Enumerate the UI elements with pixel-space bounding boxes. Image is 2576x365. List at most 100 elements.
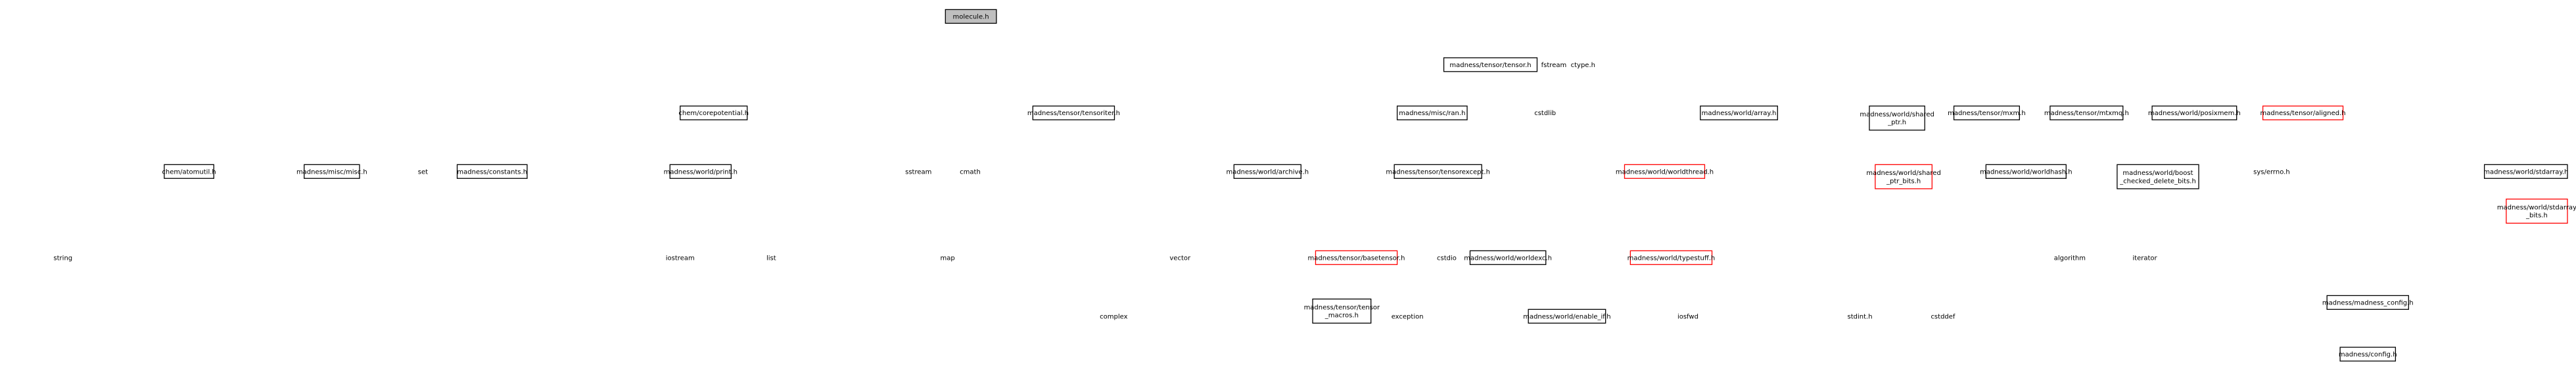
node-tensoriter[interactable]: madness/tensor/tensoriter.h <box>1027 105 1120 120</box>
node-label: iostream <box>666 255 695 262</box>
node-worldexc[interactable]: madness/world/worldexc.h <box>1464 250 1552 265</box>
node-label: ctype.h <box>1571 62 1595 69</box>
node-map[interactable]: map <box>941 251 955 264</box>
node-list[interactable]: list <box>764 251 778 264</box>
edge-worldthread-to-madconfig <box>1664 178 2368 295</box>
node-basetensor[interactable]: madness/tensor/basetensor.h <box>1308 250 1405 265</box>
edge-tensor-to-posixmem <box>1491 72 2195 106</box>
node-set[interactable]: set <box>415 164 431 178</box>
node-tensor[interactable]: madness/tensor/tensor.h <box>1443 57 1538 72</box>
node-box <box>1985 164 2067 179</box>
node-worldhash[interactable]: madness/world/worldhash.h <box>1980 164 2073 179</box>
edge-archive-to-enableif <box>1267 178 1567 309</box>
edge-mxm-to-madconfig <box>1986 120 2368 295</box>
edge-basetensor-to-tensormacros <box>1342 264 1356 299</box>
node-label: madness/tensor/mxm.h <box>1948 110 2026 117</box>
edge-molecule-to-miscmisc <box>332 23 971 164</box>
edge-tensorexcept-to-madconfig <box>1438 178 2368 295</box>
node-complex[interactable]: complex <box>1100 309 1127 323</box>
node-stdarray[interactable]: madness/world/stdarray.h <box>2483 164 2568 179</box>
edge-tensor-to-typestuff <box>1491 72 1672 251</box>
node-ran[interactable]: madness/misc/ran.h <box>1396 105 1468 120</box>
node-mtxmq[interactable]: madness/tensor/mtxmq.h <box>2044 105 2129 120</box>
edge-molecule-to-cmath <box>970 23 971 164</box>
node-molecule[interactable]: molecule.h <box>945 9 997 24</box>
node-sharedptr[interactable]: madness/world/shared_ptr.h <box>1860 105 1934 131</box>
node-sstream[interactable]: sstream <box>905 164 931 178</box>
node-cstdio[interactable]: cstdio <box>1436 251 1457 264</box>
node-label: algorithm <box>2054 255 2086 262</box>
edge-aligned-to-madconfig <box>2303 120 2368 295</box>
node-box <box>680 105 748 120</box>
node-worldthread[interactable]: madness/world/worldthread.h <box>1616 164 1714 179</box>
node-iosfwd[interactable]: iosfwd <box>1677 309 1698 323</box>
node-posixmem[interactable]: madness/world/posixmem.h <box>2148 105 2241 120</box>
node-mxm[interactable]: madness/tensor/mxm.h <box>1948 105 2026 120</box>
node-label: _bits.h <box>2525 212 2548 220</box>
node-fstream[interactable]: fstream <box>1541 58 1567 72</box>
edge-archive-to-madconfig <box>1267 178 2368 295</box>
node-madconfig[interactable]: madness/madness_config.h <box>2322 295 2414 310</box>
node-aligned[interactable]: madness/tensor/aligned.h <box>2260 105 2346 120</box>
node-iostream[interactable]: iostream <box>666 251 695 264</box>
node-label: complex <box>1100 313 1127 320</box>
edge-mtxmq-to-madconfig <box>2086 120 2368 295</box>
node-print[interactable]: madness/world/print.h <box>664 164 738 179</box>
node-miscmisc[interactable]: madness/misc/misc.h <box>296 164 367 179</box>
node-label: madness/tensor/tensoriter.h <box>1027 110 1120 117</box>
node-vector[interactable]: vector <box>1169 251 1191 264</box>
node-box <box>1700 105 1778 120</box>
node-corepot[interactable]: chem/corepotential.h <box>678 105 749 120</box>
edge-tensoriter-to-cmath <box>970 120 1073 164</box>
node-cstdlib[interactable]: cstdlib <box>1534 106 1556 120</box>
node-label: madness/misc/misc.h <box>296 168 367 176</box>
node-label: string <box>53 255 72 262</box>
edge-tensor-to-sharedptr <box>1491 72 1898 106</box>
edge-corepot-to-atomutil <box>189 120 714 164</box>
node-archive[interactable]: madness/world/archive.h <box>1226 164 1309 179</box>
node-label: madness/constants.h <box>457 168 527 176</box>
edge-print-to-complex <box>701 178 1114 309</box>
node-label: madness/world/stdarray <box>2497 204 2576 211</box>
node-box <box>1315 250 1398 265</box>
node-tensorexcept[interactable]: madness/tensor/tensorexcept.h <box>1386 164 1490 179</box>
node-exception[interactable]: exception <box>1392 309 1424 323</box>
edge-array-to-worldexc <box>1508 120 1739 251</box>
node-label: cstdlib <box>1534 110 1556 117</box>
node-tensormacros[interactable]: madness/tensor/tensor_macros.h <box>1304 299 1380 324</box>
node-label: _macros.h <box>1324 312 1359 320</box>
node-box <box>1393 164 1482 179</box>
edge-tensor-to-algorithm <box>1491 72 2070 251</box>
edge-sharedptrbits-to-madconfig <box>1904 189 2368 295</box>
node-cmath[interactable]: cmath <box>960 164 981 178</box>
node-array[interactable]: madness/world/array.h <box>1700 105 1778 120</box>
node-ctype[interactable]: ctype.h <box>1571 58 1595 72</box>
node-label: madness/world/shared <box>1860 111 1934 118</box>
edge-corepot-to-complex <box>714 120 1114 309</box>
node-box <box>2151 105 2237 120</box>
node-typestuff[interactable]: madness/world/typestuff.h <box>1628 250 1716 265</box>
node-constants[interactable]: madness/constants.h <box>456 164 528 179</box>
node-stdint[interactable]: stdint.h <box>1848 309 1873 323</box>
edge-posixmem-to-madconfig <box>2194 120 2368 295</box>
node-string[interactable]: string <box>53 251 72 264</box>
node-cstddef[interactable]: cstddef <box>1931 309 1955 323</box>
node-atomutil[interactable]: chem/atomutil.h <box>162 164 216 179</box>
node-label: madness/world/typestuff.h <box>1628 255 1716 262</box>
node-enableif[interactable]: madness/world/enable_if.h <box>1523 308 1611 324</box>
edge-sharedptrbits-to-algorithm <box>1904 189 2070 251</box>
edge-worldexc-to-exception <box>1407 264 1508 309</box>
node-iterator[interactable]: iterator <box>2132 251 2157 264</box>
node-sharedptrbits[interactable]: madness/world/shared_ptr_bits.h <box>1866 164 1941 189</box>
node-algorithm[interactable]: algorithm <box>2054 251 2086 264</box>
node-stdarraybits[interactable]: madness/world/stdarray_bits.h <box>2497 199 2576 224</box>
node-errno[interactable]: sys/errno.h <box>2253 164 2290 178</box>
edge-worldthread-to-worldexc <box>1508 178 1664 251</box>
edge-archive-to-cstdio <box>1267 178 1447 251</box>
node-boost[interactable]: madness/world/boost_checked_delete_bits.… <box>2117 164 2199 189</box>
node-label: _ptr.h <box>1887 119 1906 126</box>
node-config[interactable]: madness/config.h <box>2339 347 2397 362</box>
node-label: madness/world/shared <box>1866 170 1940 177</box>
